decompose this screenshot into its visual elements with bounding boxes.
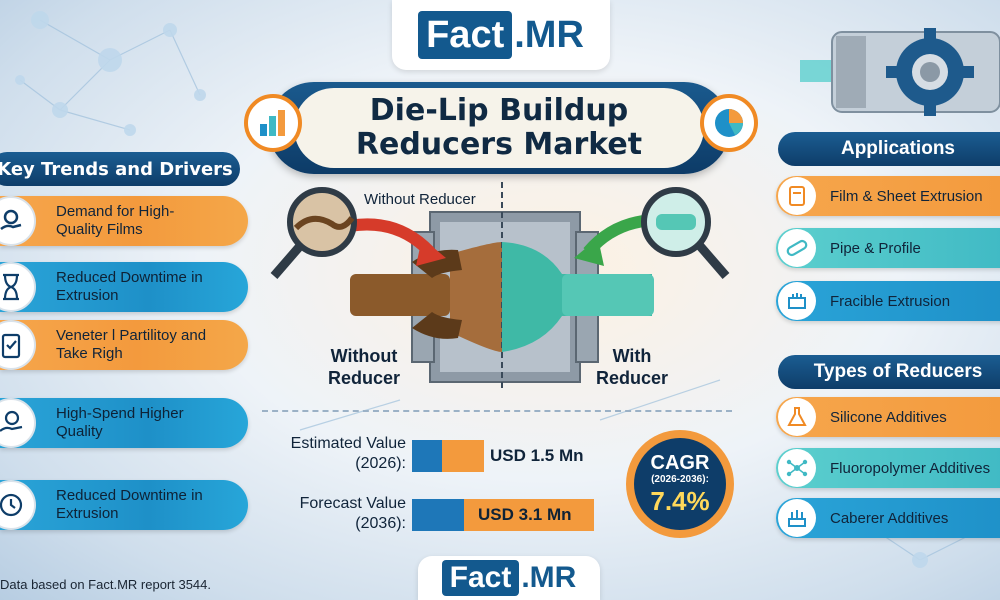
trend-label-3b: Take Righ [56,345,123,362]
molecule-icon [778,449,816,487]
logo-fact-text: Fact [418,11,513,59]
without-label-line1: Without [330,346,398,366]
factmr-logo-bottom: Fact.MR [418,556,600,600]
gear-machine-illustration [800,28,1000,116]
cagr-value: 7.4% [650,486,710,516]
estimated-value: USD 1.5 Mn [490,446,584,465]
hand-gear-icon [0,196,36,246]
applications-header: Applications [778,132,1000,166]
trend-label-5b: Extrusion [56,505,119,522]
logo-fact-text: Fact [441,560,520,596]
application-item: Fracible Extrusion [776,281,1000,321]
trend-label-1a: Demand for High- [56,203,175,220]
forecast-value-bar [412,499,594,531]
forecast-label-line1: Forecast Value [299,495,406,512]
title-line-2: Reducers Market [355,127,643,162]
forecast-bar-blue [412,499,464,531]
trend-item: Demand for High-Quality Films [0,196,248,246]
section-divider [262,410,732,412]
reducer-type-item: Silicone Additives [776,397,1000,437]
trend-label-4b: Quality [56,423,103,440]
reducer-type-item: Fluoropolymer Additives [776,448,1000,488]
page-title: Die-Lip Buildup Reducers Market [294,88,704,168]
bar-chart-icon [244,94,302,152]
hourglass-icon [0,262,36,312]
estimated-bar-orange [442,440,484,472]
forecast-bar-orange [464,499,594,531]
types-header: Types of Reducers [778,355,1000,389]
cagr-text: CAGR (2026-2036): 7.4% [624,428,736,540]
without-reducer-label: Without Reducer [328,345,400,389]
with-label-line1: With [612,346,652,366]
die-diagram [270,182,730,392]
cagr-period: (2026-2036): [651,474,709,485]
reducer-type-label-3: Caberer Additives [830,509,949,527]
application-item: Film & Sheet Extrusion [776,176,1000,216]
trend-label-2b: Extrusion [56,287,119,304]
pie-chart-icon [700,94,758,152]
reducer-type-item: Caberer Additives [776,498,1000,538]
cagr-badge [626,430,734,538]
factmr-logo-top: Fact.MR [392,0,610,70]
extruder-icon [778,282,816,320]
trend-label-4a: High-Spend Higher [56,405,184,422]
pipe-icon [778,229,816,267]
application-label-1: Film & Sheet Extrusion [830,187,983,205]
estimated-label-line1: Estimated Value [290,435,406,452]
forecast-value-label: Forecast Value (2036): [266,494,406,534]
trend-label-5a: Reduced Downtime in [56,487,203,504]
reducer-type-label-2: Fluoropolymer Additives [830,459,991,477]
title-line-1: Die-Lip Buildup [369,93,629,128]
clipboard-check-icon [0,320,36,370]
filter-icon [778,499,816,537]
estimated-value-label: Estimated Value (2026): [266,434,406,474]
without-label-line2: Reducer [328,368,401,388]
trend-label-1b: Quality Films [56,221,143,238]
forecast-label-line2: (2036): [355,515,406,532]
estimated-value-bar [412,440,484,472]
hand-badge-icon [0,398,36,448]
trend-label-3a: Veneter l Partilitoy and [56,327,207,344]
footnote: Data based on Fact.MR report 3544. [0,577,212,592]
forecast-value: USD 3.1 Mn [478,505,572,524]
estimated-label-line2: (2026): [355,455,406,472]
trends-header: Key Trends and Drivers [0,152,240,186]
application-label-2: Pipe & Profile [830,239,921,257]
film-roll-icon [778,177,816,215]
with-label-line2: Reducer [596,368,669,388]
title-banner: Die-Lip Buildup Reducers Market [268,82,730,174]
logo-mr-text: .MR [514,14,584,56]
estimated-bar-blue [412,440,442,472]
with-reducer-label: With Reducer [596,345,668,389]
cagr-label: CAGR [650,452,710,474]
trend-label-2a: Reduced Downtime in [56,269,203,286]
clock-icon [0,480,36,530]
logo-mr-text: .MR [521,561,577,594]
application-label-3: Fracible Extrusion [830,292,951,310]
reducer-type-label-1: Silicone Additives [830,408,947,426]
flask-icon [778,398,816,436]
without-reducer-caption: Without Reducer [364,191,476,208]
application-item: Pipe & Profile [776,228,1000,268]
